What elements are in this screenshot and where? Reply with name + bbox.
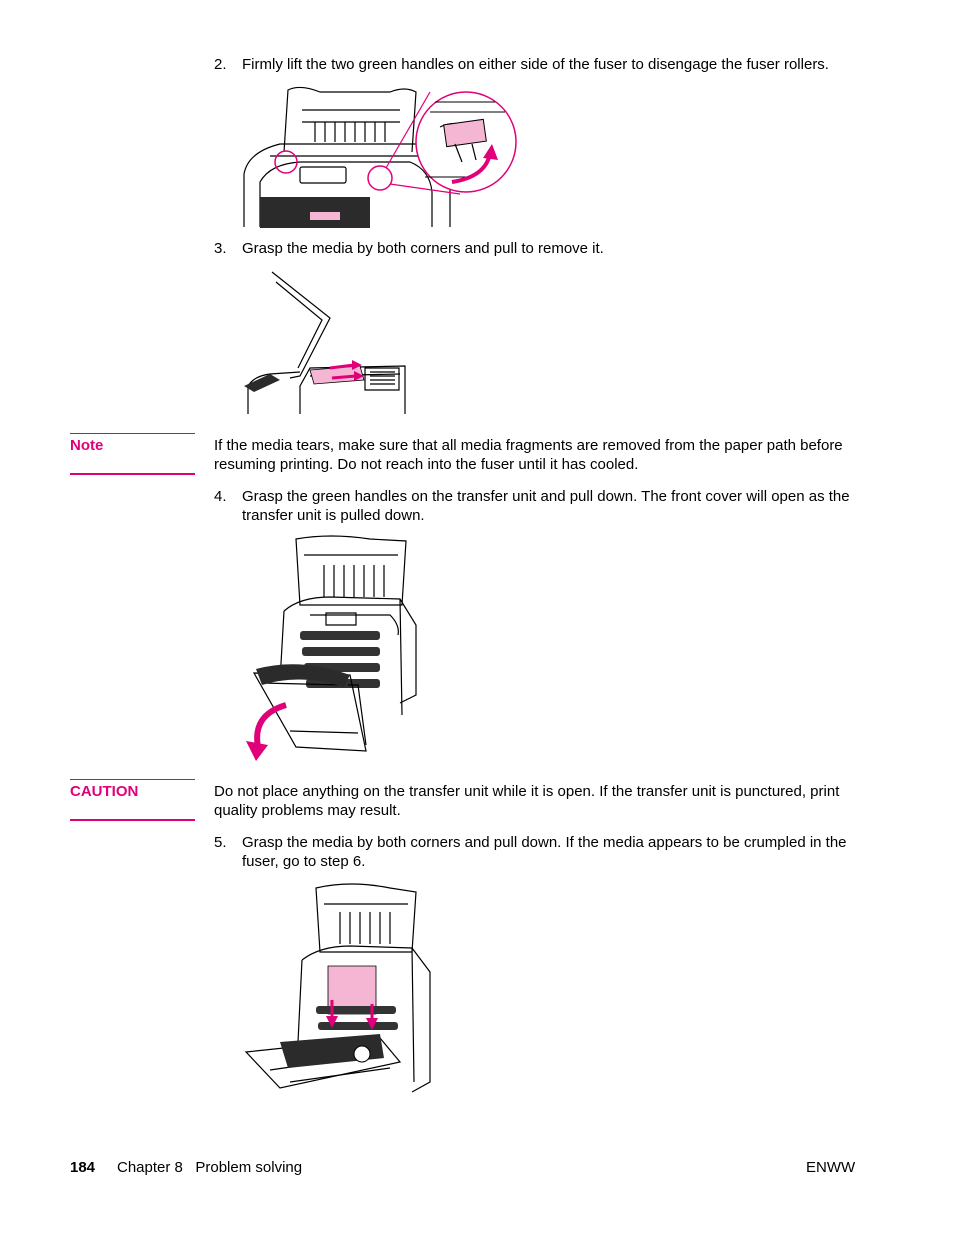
footer-right: ENWW: [806, 1159, 856, 1176]
step-text: Grasp the green handles on the transfer …: [242, 488, 850, 524]
page-number: 184: [70, 1159, 96, 1176]
step-number: 3.: [214, 240, 227, 257]
transfer-unit-illustration: [246, 535, 422, 761]
note-label: Note: [70, 437, 104, 454]
caution-text: Do not place anything on the transfer un…: [214, 783, 840, 819]
step-number: 5.: [214, 834, 227, 851]
step-4: 4. Grasp the green handles on the transf…: [214, 487, 864, 527]
step-text: Grasp the media by both corners and pull…: [242, 834, 847, 870]
note-text: If the media tears, make sure that all m…: [214, 437, 843, 473]
fuser-handles-illustration: [240, 82, 520, 228]
step-text: Firmly lift the two green handles on eit…: [242, 56, 829, 73]
step-number: 2.: [214, 56, 227, 73]
caution-label: CAUTION: [70, 783, 139, 800]
caution-top-rule: [70, 779, 195, 780]
note-bottom-rule: [70, 473, 195, 475]
caution-bottom-rule: [70, 819, 195, 821]
step-number: 4.: [214, 488, 227, 505]
step-5: 5. Grasp the media by both corners and p…: [214, 833, 864, 873]
step-text: Grasp the media by both corners and pull…: [242, 240, 604, 257]
remove-media-illustration: [244, 268, 410, 416]
footer-chapter: Chapter 8 Problem solving: [117, 1159, 303, 1176]
pull-media-down-illustration: [240, 882, 436, 1098]
note-top-rule: [70, 433, 195, 434]
